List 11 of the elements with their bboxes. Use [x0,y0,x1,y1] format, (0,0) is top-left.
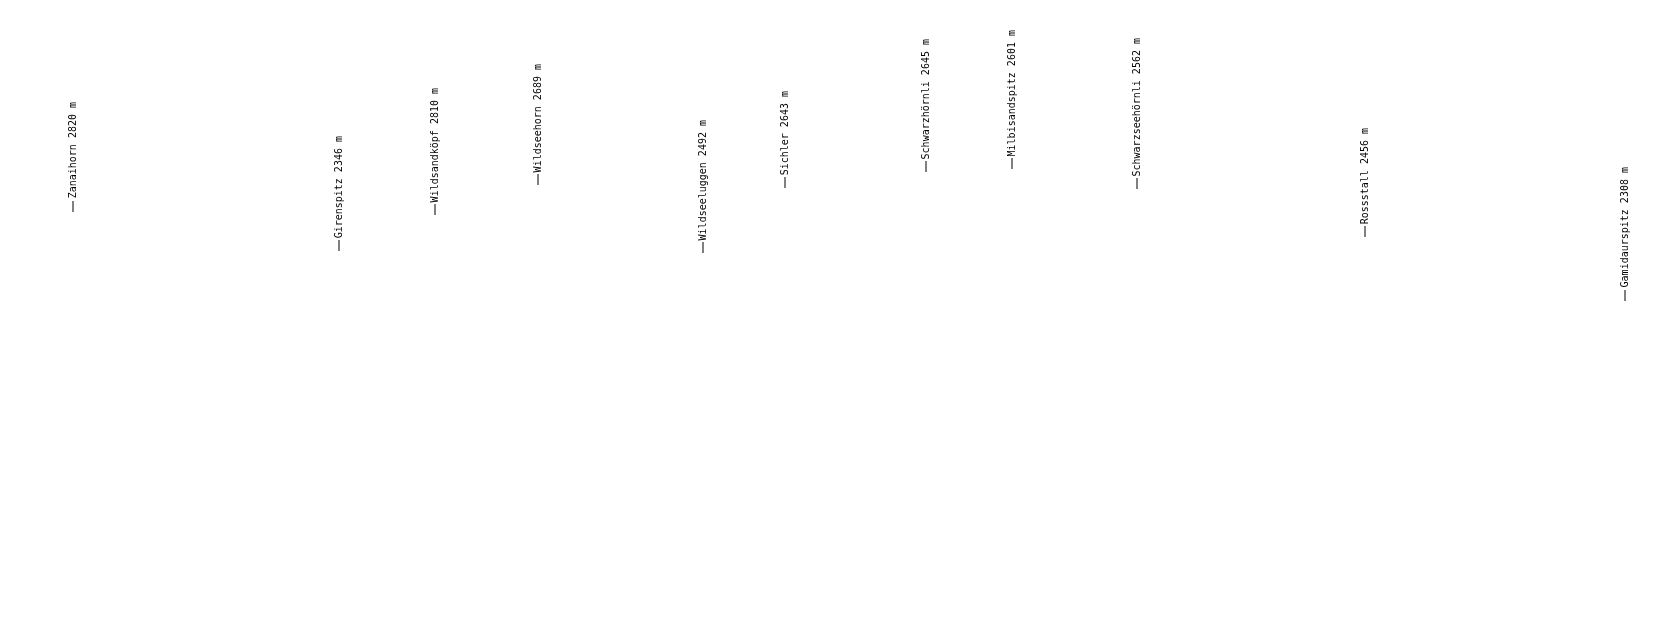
peak-label: Sichler 2643 m [779,90,791,176]
peak-label: Wildsandköpf 2810 m [429,87,442,202]
peak-label: Girenspitz 2346 m [333,135,346,239]
peak-label: Milbisandspitz 2601 m [1005,29,1018,156]
peak-label: Wildseehorn 2689 m [531,63,544,172]
peak-label: Wildseeluggen 2492 m [696,120,709,241]
peak-label: Schwarzseehörnli 2562 m [1130,37,1143,177]
peak-label: Schwarzhörnli 2645 m [920,38,933,160]
peak-label: Zanaihorn 2820 m [66,102,79,199]
peak-label: Gamidaurspitz 2308 m [1618,167,1631,288]
peak-label: Rossstall 2456 m [1358,128,1371,225]
